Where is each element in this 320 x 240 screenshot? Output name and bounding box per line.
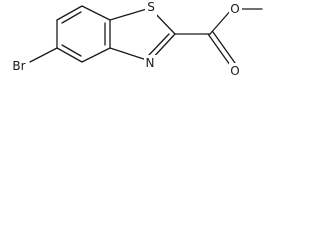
- bond-c6-c7-inner: [61, 11, 82, 24]
- atom-label-sulfur: S: [147, 0, 155, 14]
- bond-c6-c7: [56, 5, 83, 21]
- atom-label-nitrogen: N: [146, 56, 155, 70]
- bond-carbonyl-o-double-b: [212, 31, 236, 64]
- chemical-structure-diagram: Br S N O O: [10, 0, 263, 79]
- atom-label-bromine: Br: [12, 59, 25, 73]
- label-bg-ester-o: [229, 1, 242, 17]
- bond-c4-c5-inner: [61, 44, 82, 57]
- atom-label-ester-oxygen: O: [230, 2, 239, 16]
- bond-c3a-c4: [81, 47, 111, 63]
- label-bg-s: [145, 0, 157, 16]
- bond-c7a-s: [109, 7, 151, 21]
- label-bg-carbonyl-o: [229, 63, 242, 79]
- bond-carbonyl-o-double-a: [207, 33, 231, 66]
- bond-c2-n-inner: [148, 33, 170, 56]
- bond-n-c3a: [109, 47, 151, 62]
- label-bg-n: [144, 55, 157, 71]
- atom-label-carbonyl-oxygen: O: [230, 64, 239, 78]
- label-bg-br: [10, 57, 29, 73]
- bond-c5-br: [29, 47, 58, 63]
- bond-c4-c5: [56, 47, 83, 63]
- bond-c7-c7a: [81, 5, 111, 21]
- bond-carbonyl-ester-o: [209, 8, 233, 35]
